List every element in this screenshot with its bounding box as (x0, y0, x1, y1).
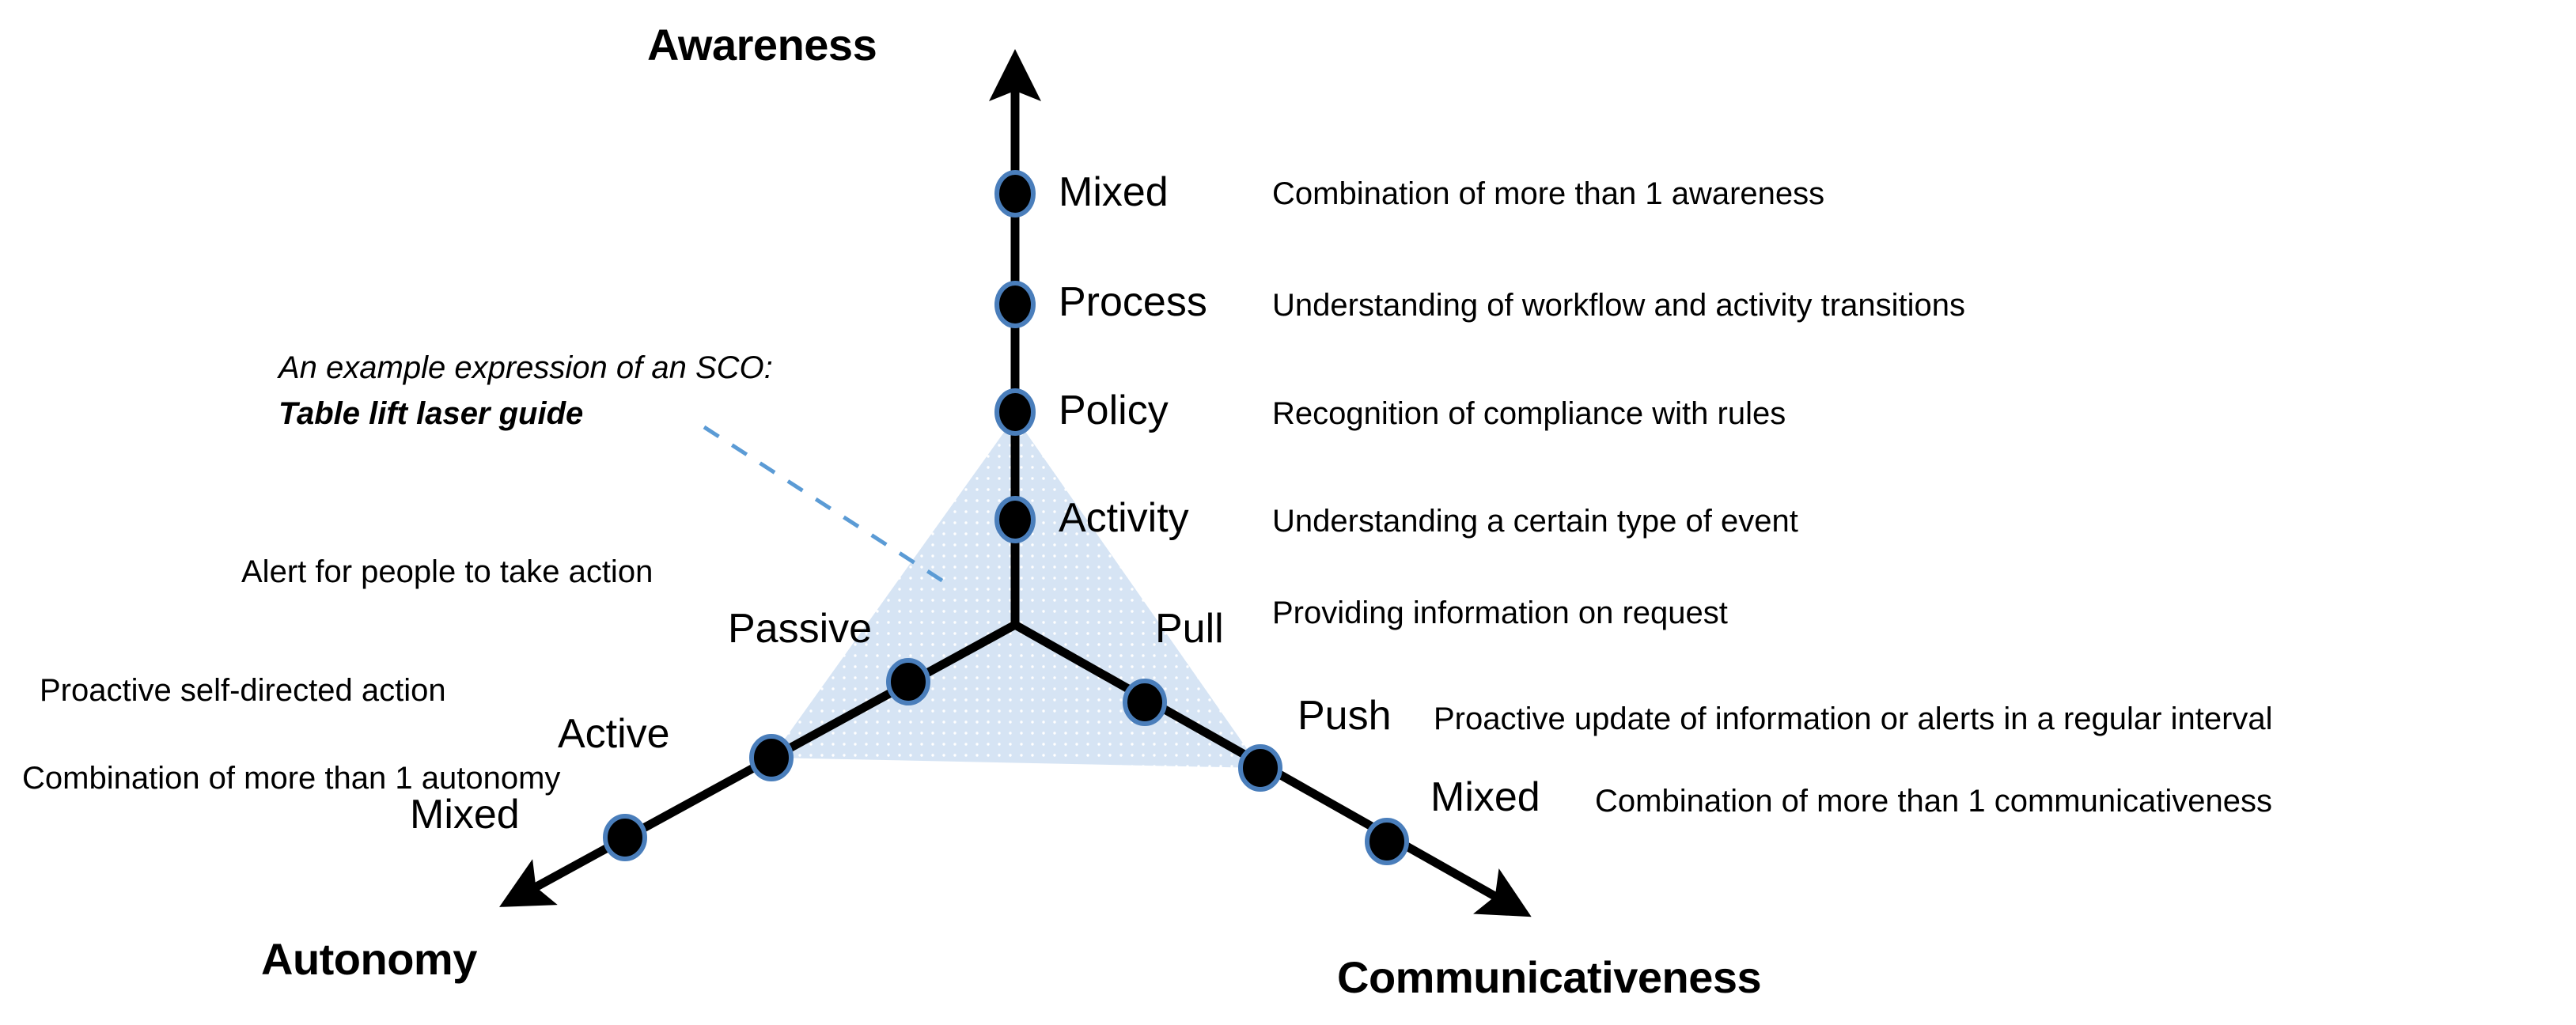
node-label-communicativeness-mixed: Mixed (1430, 774, 1540, 820)
node-label-communicativeness-push: Push (1297, 693, 1392, 739)
node-label-awareness-activity: Activity (1059, 495, 1189, 541)
node-label-awareness-mixed: Mixed (1059, 169, 1169, 215)
node-desc-communicativeness-push: Proactive update of information or alert… (1434, 702, 2273, 736)
axis-title-communicativeness: Communicativeness (1337, 952, 1762, 1002)
node-communicativeness-mixed[interactable] (1365, 818, 1409, 865)
axis-title-awareness: Awareness (647, 20, 877, 70)
node-desc-autonomy-mixed: Combination of more than 1 autonomy (22, 761, 561, 796)
annotation-line-1: An example expression of an SCO: (278, 350, 773, 385)
node-desc-communicativeness-pull: Providing information on request (1272, 596, 1728, 630)
node-desc-awareness-activity: Understanding a certain type of event (1272, 504, 1798, 539)
node-label-autonomy-passive: Passive (728, 606, 873, 652)
node-awareness-process[interactable] (994, 281, 1036, 328)
node-desc-communicativeness-mixed: Combination of more than 1 communicative… (1595, 784, 2272, 819)
annotation-line-2: Table lift laser guide (278, 396, 584, 431)
node-communicativeness-push[interactable] (1238, 744, 1282, 792)
node-label-awareness-policy: Policy (1059, 388, 1169, 433)
node-label-communicativeness-pull: Pull (1155, 606, 1224, 652)
node-awareness-activity[interactable] (994, 496, 1036, 543)
node-label-awareness-process: Process (1059, 279, 1207, 325)
node-desc-awareness-process: Understanding of workflow and activity t… (1272, 288, 1965, 323)
axis-title-autonomy: Autonomy (261, 934, 477, 984)
node-autonomy-mixed[interactable] (603, 814, 647, 861)
node-autonomy-passive[interactable] (886, 658, 930, 705)
node-label-autonomy-active: Active (558, 711, 670, 757)
node-desc-autonomy-active: Proactive self-directed action (40, 673, 446, 708)
node-desc-autonomy-passive: Alert for people to take action (241, 554, 653, 589)
node-awareness-policy[interactable] (994, 388, 1036, 436)
node-desc-awareness-mixed: Combination of more than 1 awareness (1272, 176, 1825, 211)
node-awareness-mixed[interactable] (994, 170, 1036, 217)
node-communicativeness-pull[interactable] (1123, 679, 1167, 726)
node-autonomy-active[interactable] (749, 734, 794, 781)
node-label-autonomy-mixed: Mixed (410, 792, 520, 838)
node-desc-awareness-policy: Recognition of compliance with rules (1272, 396, 1786, 431)
annotation-leader-line (703, 425, 951, 588)
